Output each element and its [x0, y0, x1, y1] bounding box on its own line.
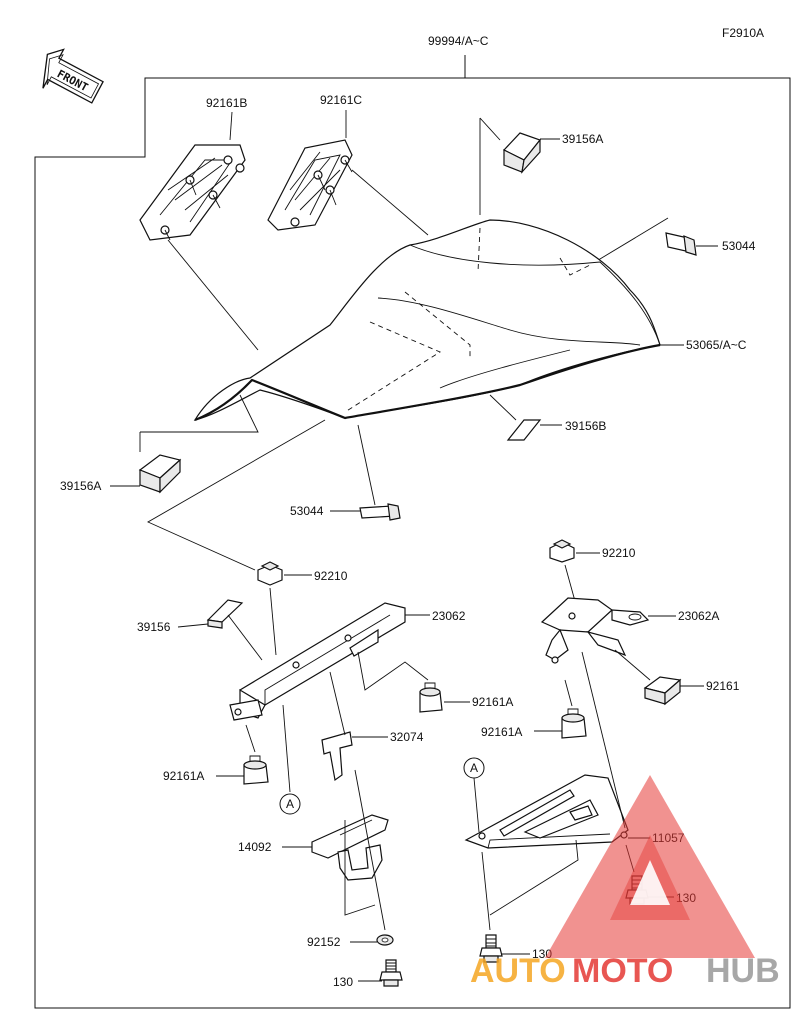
- part-39156B-drawing: [506, 419, 542, 441]
- label-39156A-top: 39156A: [562, 132, 603, 146]
- leader-39156-to-bracket: [227, 614, 263, 661]
- label-92161C: 92161C: [320, 93, 362, 107]
- part-92161A-left-drawing: [243, 755, 269, 785]
- part-92210-left-drawing: [257, 561, 283, 586]
- leader-92161B: [229, 111, 233, 141]
- leader-callout-A-left: [282, 704, 291, 793]
- part-32074-drawing: [321, 731, 353, 782]
- part-92161C-drawing: [267, 139, 353, 231]
- watermark-text-auto: AUTO: [470, 952, 566, 990]
- leader-39156A-top-to-cowl: [479, 117, 501, 215]
- part-39156A-top-drawing: [503, 132, 541, 174]
- part-39156-drawing: [206, 599, 244, 629]
- label-53065: 53065/A~C: [686, 338, 747, 352]
- part-92161B-drawing: [139, 144, 246, 241]
- callout-A-left-circle: [279, 793, 301, 815]
- label-92210-right: 92210: [602, 546, 636, 560]
- part-53044-bottom-drawing: [359, 503, 401, 521]
- label-130-bottom: 130: [333, 975, 353, 989]
- leader-53044-right-to-cowl: [594, 217, 669, 263]
- leader-92161B-to-cowl: [167, 239, 259, 351]
- leader-92161A-mid-to-bracket: [357, 651, 429, 691]
- part-130-bottom-mid-drawing: [479, 934, 503, 963]
- leader-32074-to-92152: [354, 769, 386, 931]
- part-39156A-left-drawing: [138, 454, 182, 494]
- label-92152: 92152: [307, 935, 341, 949]
- label-92161-right: 92161: [706, 679, 740, 693]
- part-11057-drawing: [464, 774, 629, 849]
- label-92161A-mid: 92161A: [472, 695, 513, 709]
- part-92210-right-drawing: [549, 539, 575, 563]
- watermark-text-hub: HUB: [706, 952, 780, 990]
- label-23062: 23062: [432, 609, 466, 623]
- leader-39156A-left-to-cowl: [139, 394, 259, 452]
- leader-14092-to-cover: [344, 820, 376, 916]
- part-14092-drawing: [311, 814, 389, 881]
- label-39156A-left: 39156A: [60, 479, 101, 493]
- part-130-bottom-drawing: [379, 959, 403, 987]
- label-39156: 39156: [137, 620, 171, 634]
- watermark-logo: AUTO MOTO HUB: [470, 775, 780, 990]
- label-39156B: 39156B: [565, 419, 606, 433]
- callout-A-left: A: [286, 797, 294, 811]
- front-direction-arrow: FRONT: [42, 48, 104, 104]
- leader-92161-right-to-bracket: [614, 649, 651, 681]
- label-92210-left: 92210: [314, 569, 348, 583]
- leader-92161A-right-to-bracket: [564, 679, 573, 707]
- leader-11057-to-130-mid: [481, 839, 579, 931]
- leader-92161C-to-cowl: [351, 169, 429, 236]
- label-92161B: 92161B: [206, 96, 247, 110]
- leader-cowl-to-bracket: [147, 419, 326, 571]
- leader-39156: [177, 623, 209, 628]
- label-14092: 14092: [238, 840, 272, 854]
- leader-53044-bottom-to-cowl: [357, 424, 376, 506]
- part-92161-right-drawing: [643, 676, 682, 706]
- figure-code: F2910A: [722, 26, 764, 40]
- watermark-text-moto: MOTO: [572, 952, 673, 990]
- part-92161A-right-drawing: [561, 708, 587, 739]
- leader-callout-A-right: [473, 777, 480, 833]
- part-92152-drawing: [376, 934, 394, 946]
- leader-bracket-to-11057: [581, 651, 626, 829]
- assembly-label: 99994/A~C: [428, 34, 489, 48]
- label-92161A-right: 92161A: [481, 725, 522, 739]
- part-53044-right-drawing: [665, 232, 697, 256]
- callout-A-right: A: [470, 761, 478, 775]
- leader-92161A-left-to-bracket: [245, 724, 256, 753]
- part-92161A-mid-drawing: [419, 682, 443, 713]
- label-92161A-left: 92161A: [163, 769, 204, 783]
- leader-39156B-to-cowl: [489, 394, 517, 421]
- assembly-frame: [34, 55, 791, 1009]
- label-32074: 32074: [390, 730, 424, 744]
- part-53065-seat-cowl-drawing: [193, 219, 661, 422]
- leader-32074-to-bracket: [329, 671, 346, 736]
- label-53044-bottom: 53044: [290, 504, 324, 518]
- leader-92210-to-23062: [269, 587, 277, 656]
- part-23062A-drawing: [540, 597, 650, 664]
- part-23062-drawing: [229, 602, 406, 721]
- label-23062A: 23062A: [678, 609, 719, 623]
- label-53044-right: 53044: [722, 239, 756, 253]
